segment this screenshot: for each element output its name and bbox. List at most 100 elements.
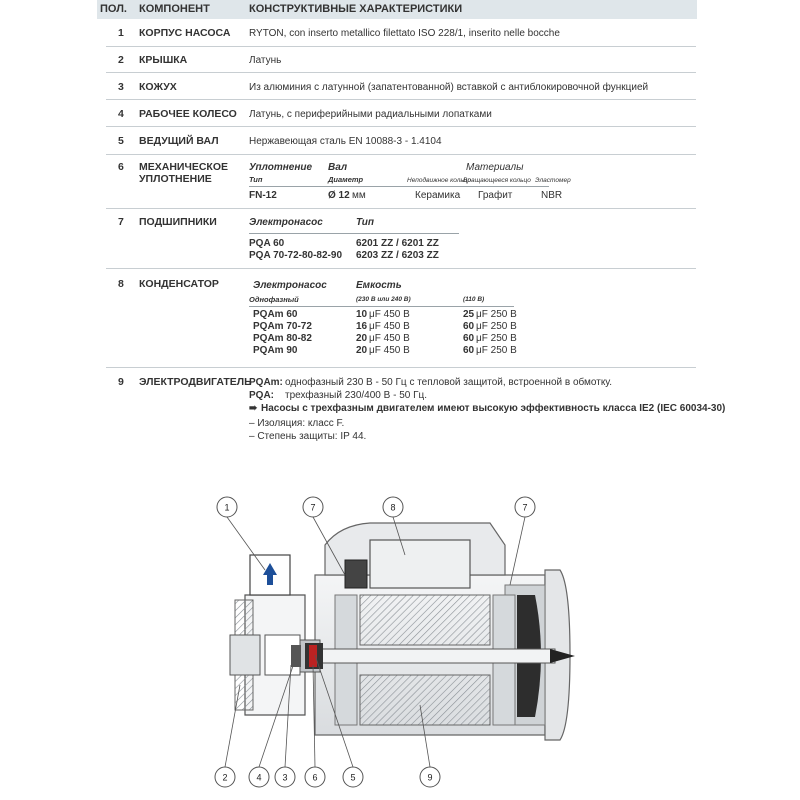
row-number: 7 — [118, 216, 124, 228]
bearings-type-header: Тип — [356, 217, 374, 228]
capacitor-unit-230: μF 450 В — [369, 345, 410, 356]
callout-1: 1 — [216, 496, 238, 518]
bearings-type: 6201 ZZ / 6201 ZZ — [356, 238, 439, 249]
callout-8: 8 — [382, 496, 404, 518]
subheader-rule — [249, 186, 549, 187]
callout-label: 2 — [222, 773, 227, 783]
rotating-ring-subheader: Вращающееся кольцо — [463, 177, 531, 184]
capacitor-pump-header: Электронасос — [253, 280, 327, 291]
capacitor-unit-230: μF 450 В — [369, 321, 410, 332]
capacitor-unit-110: μF 250 В — [476, 333, 517, 344]
pump-head — [229, 554, 321, 716]
capacitor-pump: PQAm 70-72 — [253, 321, 312, 332]
capacitor-unit-110: μF 250 В — [476, 345, 517, 356]
capacitor-unit-110: μF 250 В — [476, 321, 517, 332]
row-number: 1 — [118, 27, 124, 39]
header-pos: ПОЛ. — [100, 3, 127, 15]
callout-7: 7 — [514, 496, 536, 518]
shaft-header: Вал — [328, 162, 348, 173]
mechanical-seal — [291, 643, 323, 669]
capacitor-unit-110: μF 250 В — [476, 309, 517, 320]
component-description: Латунь, с периферийными радиальными лопа… — [249, 109, 492, 120]
component-name: РАБОЧЕЕ КОЛЕСО — [139, 108, 237, 120]
row-number: 4 — [118, 108, 124, 120]
row-divider — [106, 46, 696, 47]
motor-pqam-key: PQAm: — [249, 377, 283, 388]
pump-cross-section-diagram: 1 7 8 7 2 4 3 6 5 9 — [214, 496, 575, 788]
shaft-diameter-unit: мм — [352, 190, 366, 201]
callout-7: 7 — [302, 496, 324, 518]
callout-label: 9 — [427, 773, 432, 783]
note-arrow-icon: ➠ — [249, 403, 258, 414]
component-name: ВЕДУЩИЙ ВАЛ — [139, 135, 219, 147]
type-subheader: Тип — [249, 175, 263, 184]
callout-6: 6 — [304, 766, 326, 788]
header-component: КОМПОНЕНТ — [139, 3, 210, 15]
diameter-subheader: Диаметр — [328, 175, 364, 184]
bearings-rule — [249, 233, 459, 234]
callout-label: 3 — [282, 773, 287, 783]
capacitor-value-230: 16 — [356, 321, 368, 332]
callout-label: 4 — [256, 773, 261, 783]
elastomer-value: NBR — [541, 190, 563, 201]
capacitor-unit-230: μF 450 В — [369, 309, 410, 320]
capacitor-value-230: 10 — [356, 309, 368, 320]
callout-label: 1 — [224, 503, 229, 513]
callout-label: 6 — [312, 773, 317, 783]
callout-5: 5 — [342, 766, 364, 788]
callout-label: 8 — [390, 503, 395, 513]
capacitor-box — [344, 539, 471, 589]
capacitor-value-110: 25 — [463, 309, 475, 320]
callout-label: 7 — [522, 503, 527, 513]
motor-efficiency-note: Насосы с трехфазным двигателем имеют выс… — [261, 403, 726, 414]
row-number: 9 — [118, 376, 124, 388]
callout-3: 3 — [274, 766, 296, 788]
callout-4: 4 — [248, 766, 270, 788]
capacitor-rule — [249, 306, 514, 307]
stationary-ring-subheader: Неподвижное кольцо — [407, 177, 472, 184]
seal-header: Уплотнение — [249, 162, 313, 173]
row-number: 2 — [118, 54, 124, 66]
motor-pqa-text: трехфазный 230/400 В - 50 Гц. — [285, 390, 428, 401]
capacitor-pump: PQAm 90 — [253, 345, 298, 356]
capacitor-value-110: 60 — [463, 321, 475, 332]
leader-lines — [224, 516, 526, 768]
capacitor-pump: PQAm 60 — [253, 309, 298, 320]
voltage-110-subheader: (110 В) — [463, 296, 485, 303]
elastomer-subheader: Эластомер — [535, 177, 571, 184]
component-name: КОНДЕНСАТОР — [139, 278, 219, 290]
capacitor-capacity-header: Емкость — [356, 280, 402, 291]
bearings-pump-header: Электронасос — [249, 217, 323, 228]
capacitor-pump: PQAm 80-82 — [253, 333, 312, 344]
bearings-type: 6203 ZZ / 6203 ZZ — [356, 250, 439, 261]
row-divider — [106, 367, 696, 368]
component-description: Нержавеющая сталь EN 10088-3 - 1.4104 — [249, 136, 442, 147]
rotating-ring-value: Графит — [478, 190, 513, 201]
single-phase-subheader: Однофазный — [249, 295, 299, 304]
row-number: 3 — [118, 81, 124, 93]
stator — [334, 594, 516, 726]
component-description: Из алюминия с латунной (запатентованной)… — [249, 82, 649, 93]
motor-pqa-key: PQA: — [249, 390, 274, 401]
component-name: КРЫШКА — [139, 54, 188, 66]
row-number: 8 — [118, 278, 124, 290]
callout-9: 9 — [419, 766, 441, 788]
capacitor-unit-230: μF 450 В — [369, 333, 410, 344]
bearings-pump: PQA 60 — [249, 238, 285, 249]
header-characteristics: КОНСТРУКТИВНЫЕ ХАРАКТЕРИСТИКИ — [249, 3, 463, 15]
capacitor-value-110: 60 — [463, 345, 475, 356]
row-divider — [106, 72, 696, 73]
row-divider — [106, 99, 696, 100]
row-divider — [106, 208, 696, 209]
materials-header: Материалы — [466, 162, 524, 173]
callout-label: 5 — [350, 773, 355, 783]
seal-type-value: FN-12 — [249, 190, 277, 201]
component-name: КОЖУХ — [139, 81, 177, 93]
component-name: ПОДШИПНИКИ — [139, 216, 217, 228]
shaft-diameter-value: Ø 12 — [328, 190, 350, 201]
row-number: 6 — [118, 161, 124, 173]
component-name: КОРПУС НАСОСА — [139, 27, 231, 39]
component-description: RYTON, con inserto metallico filettato I… — [249, 28, 560, 39]
bearings-pump: PQA 70-72-80-82-90 — [249, 250, 343, 261]
component-name-line2: УПЛОТНЕНИЕ — [139, 173, 212, 185]
